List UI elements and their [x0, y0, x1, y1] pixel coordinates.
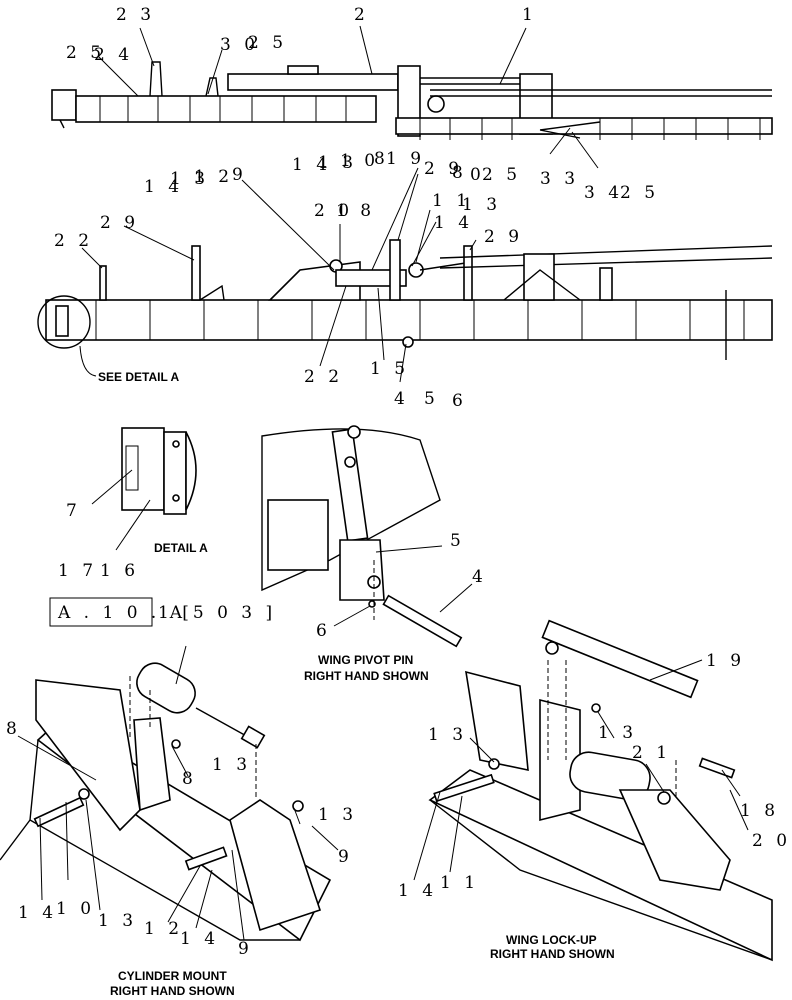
callout-14c: 1 4 — [434, 213, 473, 233]
callout-25d: 2 5 — [482, 165, 521, 185]
callout-lock-19: 1 9 — [706, 651, 745, 671]
callout-29: 2 9 — [424, 159, 463, 179]
callout-cyl-9b: 9 — [238, 939, 253, 959]
callout-cyl-10: 1 0 — [56, 899, 95, 919]
pivot-caption-1: WING PIVOT PIN — [318, 653, 413, 667]
callout-lock-21: 2 1 — [632, 743, 671, 763]
callout-19: 1 9 — [386, 149, 425, 169]
toolbar-frame — [45, 299, 773, 341]
callout-5: 5 — [424, 389, 439, 409]
callout-pivot-6: 6 — [316, 621, 331, 641]
frame-bar-right — [395, 117, 773, 135]
callout-cyl-13c: 1 3 — [98, 911, 137, 931]
callout-15: 1 5 — [370, 359, 409, 379]
lock-up-cylinder — [569, 751, 651, 801]
callout-22b: 2 2 — [304, 367, 343, 387]
detail-a-circle — [37, 295, 91, 349]
callout-lock-13b: 1 3 — [598, 723, 637, 743]
callout-8b: 8 — [452, 163, 467, 183]
callout-10: 1 0 — [340, 151, 379, 171]
ref-box-text: A . 1 0 . A — [57, 603, 186, 623]
callout-16: 1 6 — [100, 561, 139, 581]
callout-lock-13: 1 3 — [428, 725, 467, 745]
pivot-caption-2: RIGHT HAND SHOWN — [304, 669, 429, 683]
callout-30: 3 0 — [220, 35, 259, 55]
main-beam — [227, 73, 399, 91]
mid-leaders — [79, 167, 477, 383]
post-22 — [99, 265, 107, 301]
hydraulic-cylinder — [136, 662, 196, 714]
ref-suffix: 1 [5 0 3 ] — [158, 603, 276, 623]
callout-lock-11: 1 1 — [440, 873, 479, 893]
callout-14b: 1 4 — [292, 155, 331, 175]
callout-lock-20: 2 0 — [752, 831, 791, 851]
callout-cyl-14: 1 4 — [18, 903, 57, 923]
callout-22: 2 2 — [54, 231, 93, 251]
post-29 — [191, 245, 201, 301]
callout-pivot-4: 4 — [472, 567, 487, 587]
callout-34: 3 4 — [584, 183, 623, 203]
callout-cyl-14b: 1 4 — [180, 929, 219, 949]
callout-lock-14: 1 4 — [398, 881, 437, 901]
cylinder-mount-view — [0, 645, 339, 942]
detail-a-title: DETAIL A — [154, 541, 208, 555]
callout-cyl-8b: 8 — [182, 769, 197, 789]
callout-17: 1 7 — [58, 561, 97, 581]
top-leaders — [97, 25, 599, 169]
callout-11: 1 1 — [432, 191, 471, 211]
cyl-caption-2: RIGHT HAND SHOWN — [110, 984, 235, 998]
side-view — [37, 239, 773, 360]
callout-lock-18: 1 8 — [740, 801, 779, 821]
callout-cyl-13: 1 3 — [212, 755, 251, 775]
see-detail-a: SEE DETAIL A — [98, 370, 179, 384]
callout-18: 1 8 — [336, 201, 375, 221]
lock-up-arm-19 — [541, 619, 699, 699]
callout-1: 1 — [522, 5, 537, 25]
callout-6: 6 — [452, 391, 467, 411]
callout-29b: 2 9 — [100, 213, 139, 233]
lock-caption-2: RIGHT HAND SHOWN — [490, 947, 615, 961]
callout-25: 2 5 — [66, 43, 105, 63]
callout-7: 7 — [66, 501, 81, 521]
top-view — [51, 61, 773, 140]
callout-23: 2 3 — [116, 5, 155, 25]
callout-25c: 2 5 — [620, 183, 659, 203]
wing-pivot-view — [261, 425, 473, 648]
callout-13: 1 3 — [170, 169, 209, 189]
callout-2: 2 — [354, 5, 369, 25]
frame-bar-left — [75, 95, 377, 123]
callout-25b: 2 5 — [248, 33, 287, 53]
callout-pivot-5: 5 — [450, 531, 465, 551]
hitch-end — [51, 89, 77, 121]
callout-12: 1 2 — [194, 167, 233, 187]
callout-cyl-9: 9 — [338, 847, 353, 867]
callout-9: 9 — [232, 165, 247, 185]
callout-24: 2 4 — [94, 45, 133, 65]
callout-cyl-13b: 1 3 — [318, 805, 357, 825]
callout-13c: 1 3 — [462, 195, 501, 215]
callout-14: 1 4 — [144, 177, 183, 197]
callout-0: 0 — [470, 165, 485, 185]
callout-cyl-12: 1 2 — [144, 919, 183, 939]
lock-caption-1: WING LOCK-UP — [506, 933, 597, 947]
callout-29c: 2 9 — [484, 227, 523, 247]
wing-lock-up-view — [413, 619, 773, 962]
upright-post-23 — [149, 61, 163, 97]
cylinder-body — [335, 269, 407, 287]
detail-a — [91, 427, 197, 551]
lock-up-frame — [428, 769, 773, 962]
cyl-caption-1: CYLINDER MOUNT — [118, 969, 227, 983]
callout-33: 3 3 — [540, 169, 579, 189]
callout-13b: 1 3 — [318, 153, 357, 173]
ref-box — [49, 597, 153, 627]
callout-20: 2 0 — [314, 201, 353, 221]
callout-labels: 2 3 2 1 2 5 2 4 3 0 2 5 3 3 3 4 2 5 1 4 … — [6, 5, 791, 998]
callout-cyl-8: 8 — [6, 719, 21, 739]
pivot-pin-4 — [382, 594, 463, 648]
callout-4: 4 — [394, 389, 409, 409]
callout-8: 8 — [374, 149, 389, 169]
